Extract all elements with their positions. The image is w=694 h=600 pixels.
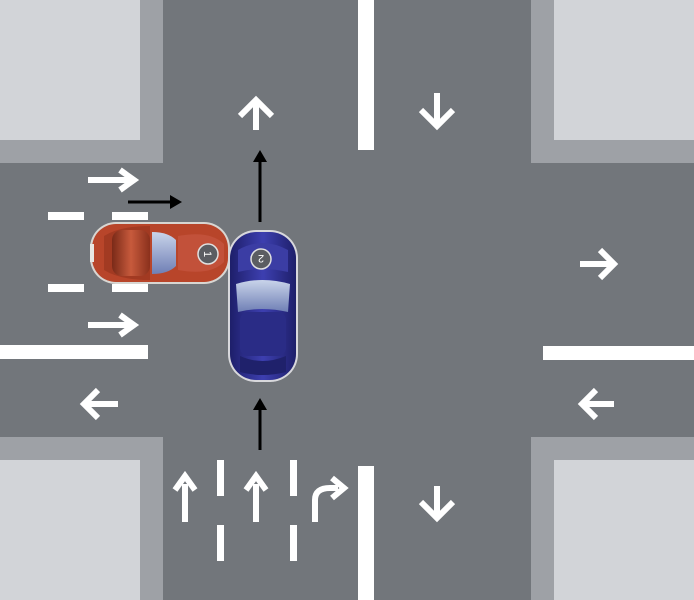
- arrow-right-icon: [88, 167, 140, 193]
- lane-dash: [112, 284, 148, 292]
- lane-arrows: [79, 93, 619, 523]
- arrow-up-icon: [243, 470, 269, 522]
- lane-dash: [217, 460, 224, 496]
- center-line-south: [358, 466, 374, 600]
- lane-dash: [48, 284, 84, 292]
- vehicle-2-label: 2: [258, 252, 264, 264]
- vehicle-2: 2: [228, 230, 298, 382]
- vehicle-1-label: 1: [201, 251, 213, 257]
- center-line-north: [358, 0, 374, 150]
- arrow-turn-right-icon: [312, 475, 349, 522]
- arrow-up-icon: [237, 95, 275, 130]
- lane-dash: [112, 212, 148, 220]
- arrow-right-icon: [580, 247, 619, 281]
- vehicle-1-badge: [197, 243, 219, 265]
- lane-dash: [48, 212, 84, 220]
- arrow-left-icon: [79, 387, 118, 421]
- arrow-down-icon: [418, 93, 456, 131]
- vehicle-2-badge: [250, 248, 272, 270]
- stop-line-west: [0, 345, 148, 359]
- stop-line-east: [543, 346, 694, 360]
- lane-dash: [290, 525, 297, 561]
- arrow-up-icon: [253, 398, 267, 450]
- arrow-left-icon: [577, 387, 614, 421]
- arrow-right-icon: [88, 312, 140, 338]
- vehicle-1: 1: [90, 222, 230, 284]
- arrow-up-icon: [172, 470, 198, 522]
- lane-dash: [217, 525, 224, 561]
- lane-dash: [290, 460, 297, 496]
- arrow-down-icon: [418, 486, 456, 523]
- arrow-up-icon: [253, 150, 267, 222]
- vehicle-path-arrows: [128, 150, 267, 450]
- arrow-right-icon: [128, 195, 182, 209]
